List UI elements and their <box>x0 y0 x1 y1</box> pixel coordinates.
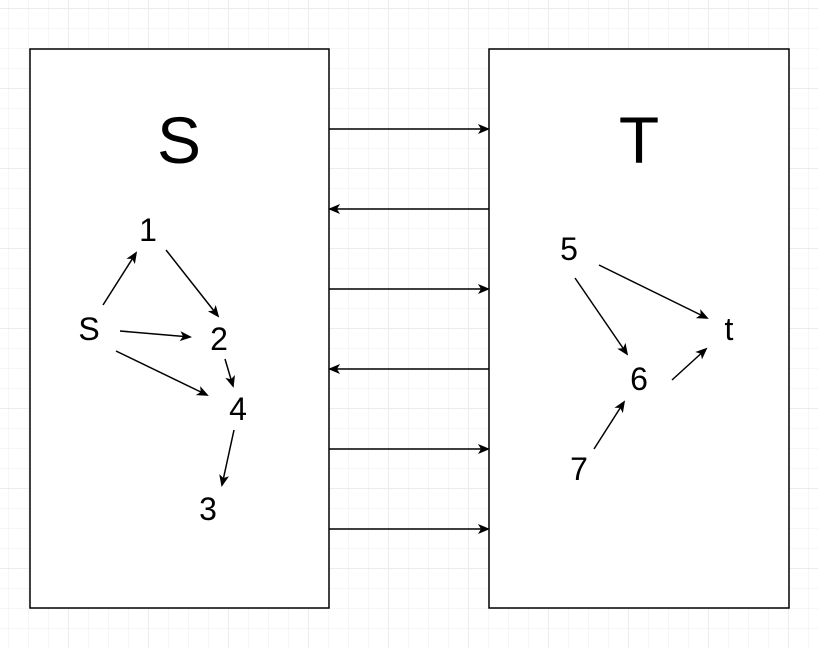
node-4: 4 <box>229 391 247 427</box>
node-7: 7 <box>570 451 588 487</box>
edge-6-to-t <box>671 347 708 381</box>
set-s-box <box>29 48 330 609</box>
edge-s-to-1 <box>102 251 138 306</box>
edge-5-to-t <box>598 264 709 319</box>
edge-5-to-6 <box>574 277 629 356</box>
set-t-title: T <box>619 103 659 177</box>
node-1: 1 <box>139 212 157 248</box>
node-2: 2 <box>210 321 228 357</box>
node-t: t <box>725 311 734 347</box>
edge-2-to-4 <box>224 358 235 388</box>
edge-1-to-2 <box>165 249 220 318</box>
node-3: 3 <box>199 491 217 527</box>
cross-edges <box>328 124 490 534</box>
edge-s-to-4 <box>115 350 209 396</box>
edge-s-to-2 <box>119 330 192 342</box>
edge-7-to-6 <box>593 400 626 450</box>
set-s-title: S <box>157 103 201 177</box>
edges-in-s <box>102 249 235 487</box>
node-s: S <box>78 311 99 347</box>
node-6: 6 <box>630 361 648 397</box>
edge-4-to-3 <box>219 429 235 487</box>
node-5: 5 <box>560 231 578 267</box>
set-t-box <box>488 48 790 609</box>
edges-in-t <box>574 264 709 450</box>
